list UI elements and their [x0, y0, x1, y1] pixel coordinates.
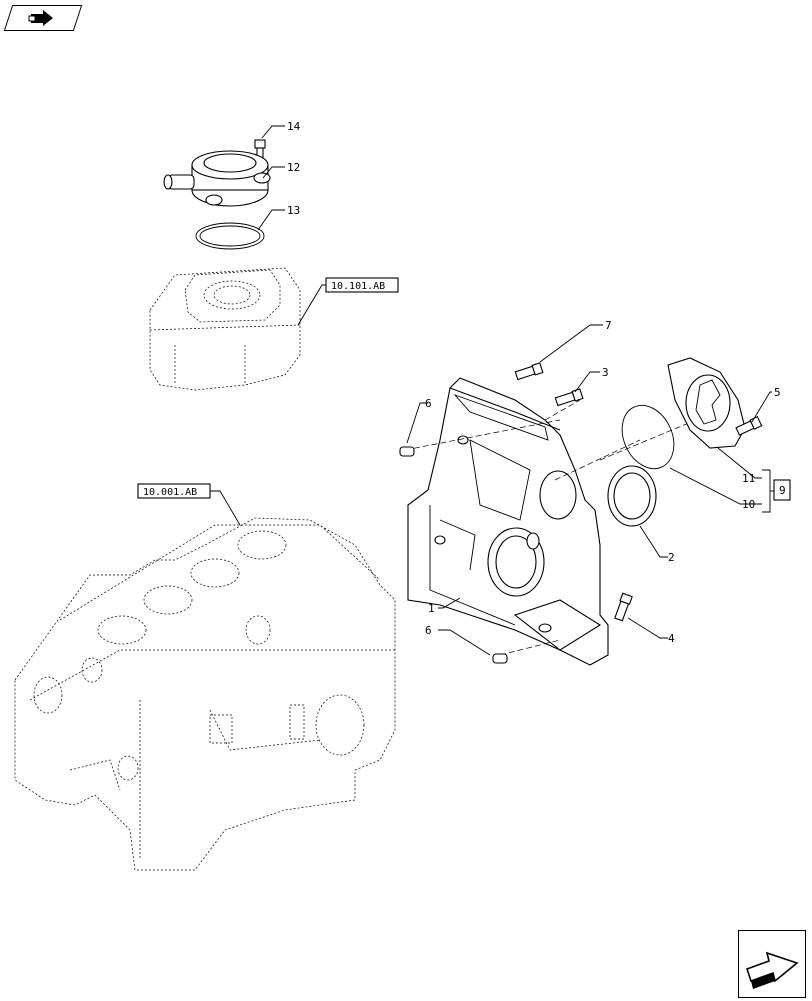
axis-line	[499, 639, 561, 656]
breather-assembly	[149, 139, 301, 391]
bolt-3	[554, 388, 584, 407]
bolt-4	[614, 592, 633, 622]
back-button[interactable]	[3, 5, 83, 31]
callout-9-box	[773, 479, 791, 501]
callout-3[interactable]: 3	[602, 366, 609, 379]
reference-engine-block-label[interactable]: 10.001.AB	[143, 487, 197, 498]
callout-6-upper[interactable]: 6	[425, 397, 432, 410]
callout-12[interactable]: 12	[287, 161, 300, 174]
forward-button[interactable]	[738, 930, 806, 998]
seal-2	[607, 465, 657, 527]
callout-14[interactable]: 14	[287, 120, 301, 133]
forward-arrow-icon	[745, 951, 799, 989]
engine-block	[14, 517, 396, 871]
callout-4[interactable]: 4	[668, 632, 675, 645]
axis-line	[554, 439, 641, 481]
callout-2[interactable]: 2	[668, 551, 675, 564]
dowel-pin-upper	[399, 446, 415, 457]
o-ring-10	[621, 404, 675, 470]
reference-head-cover[interactable]: 10.101.AB	[325, 277, 399, 293]
o-ring-13	[195, 222, 265, 250]
callout-9[interactable]: 9	[779, 484, 786, 497]
callout-6-lower[interactable]: 6	[425, 624, 432, 637]
leader-lines	[210, 125, 775, 656]
callout-1[interactable]: 1	[428, 602, 435, 615]
reference-engine-block[interactable]: 10.001.AB	[137, 483, 211, 499]
dowel-pin-lower	[492, 653, 508, 664]
breather-cover	[163, 150, 271, 207]
callout-5[interactable]: 5	[774, 386, 781, 399]
callout-11[interactable]: 11	[742, 472, 755, 485]
callout-7[interactable]: 7	[605, 319, 612, 332]
bolt-7	[514, 362, 544, 381]
callout-10[interactable]: 10	[742, 498, 755, 511]
timing-cover	[407, 377, 609, 666]
axis-line	[404, 419, 561, 451]
rocker-cover	[149, 267, 301, 391]
axis-line	[544, 399, 581, 421]
reference-head-cover-label[interactable]: 10.101.AB	[331, 281, 385, 292]
cover-plate-11	[667, 357, 746, 449]
callout-labels: 14 12 13 7 3 5 6 11 10 9 2 1 6 4	[287, 120, 791, 645]
back-arrow-icon	[28, 10, 53, 26]
callout-13[interactable]: 13	[287, 204, 300, 217]
